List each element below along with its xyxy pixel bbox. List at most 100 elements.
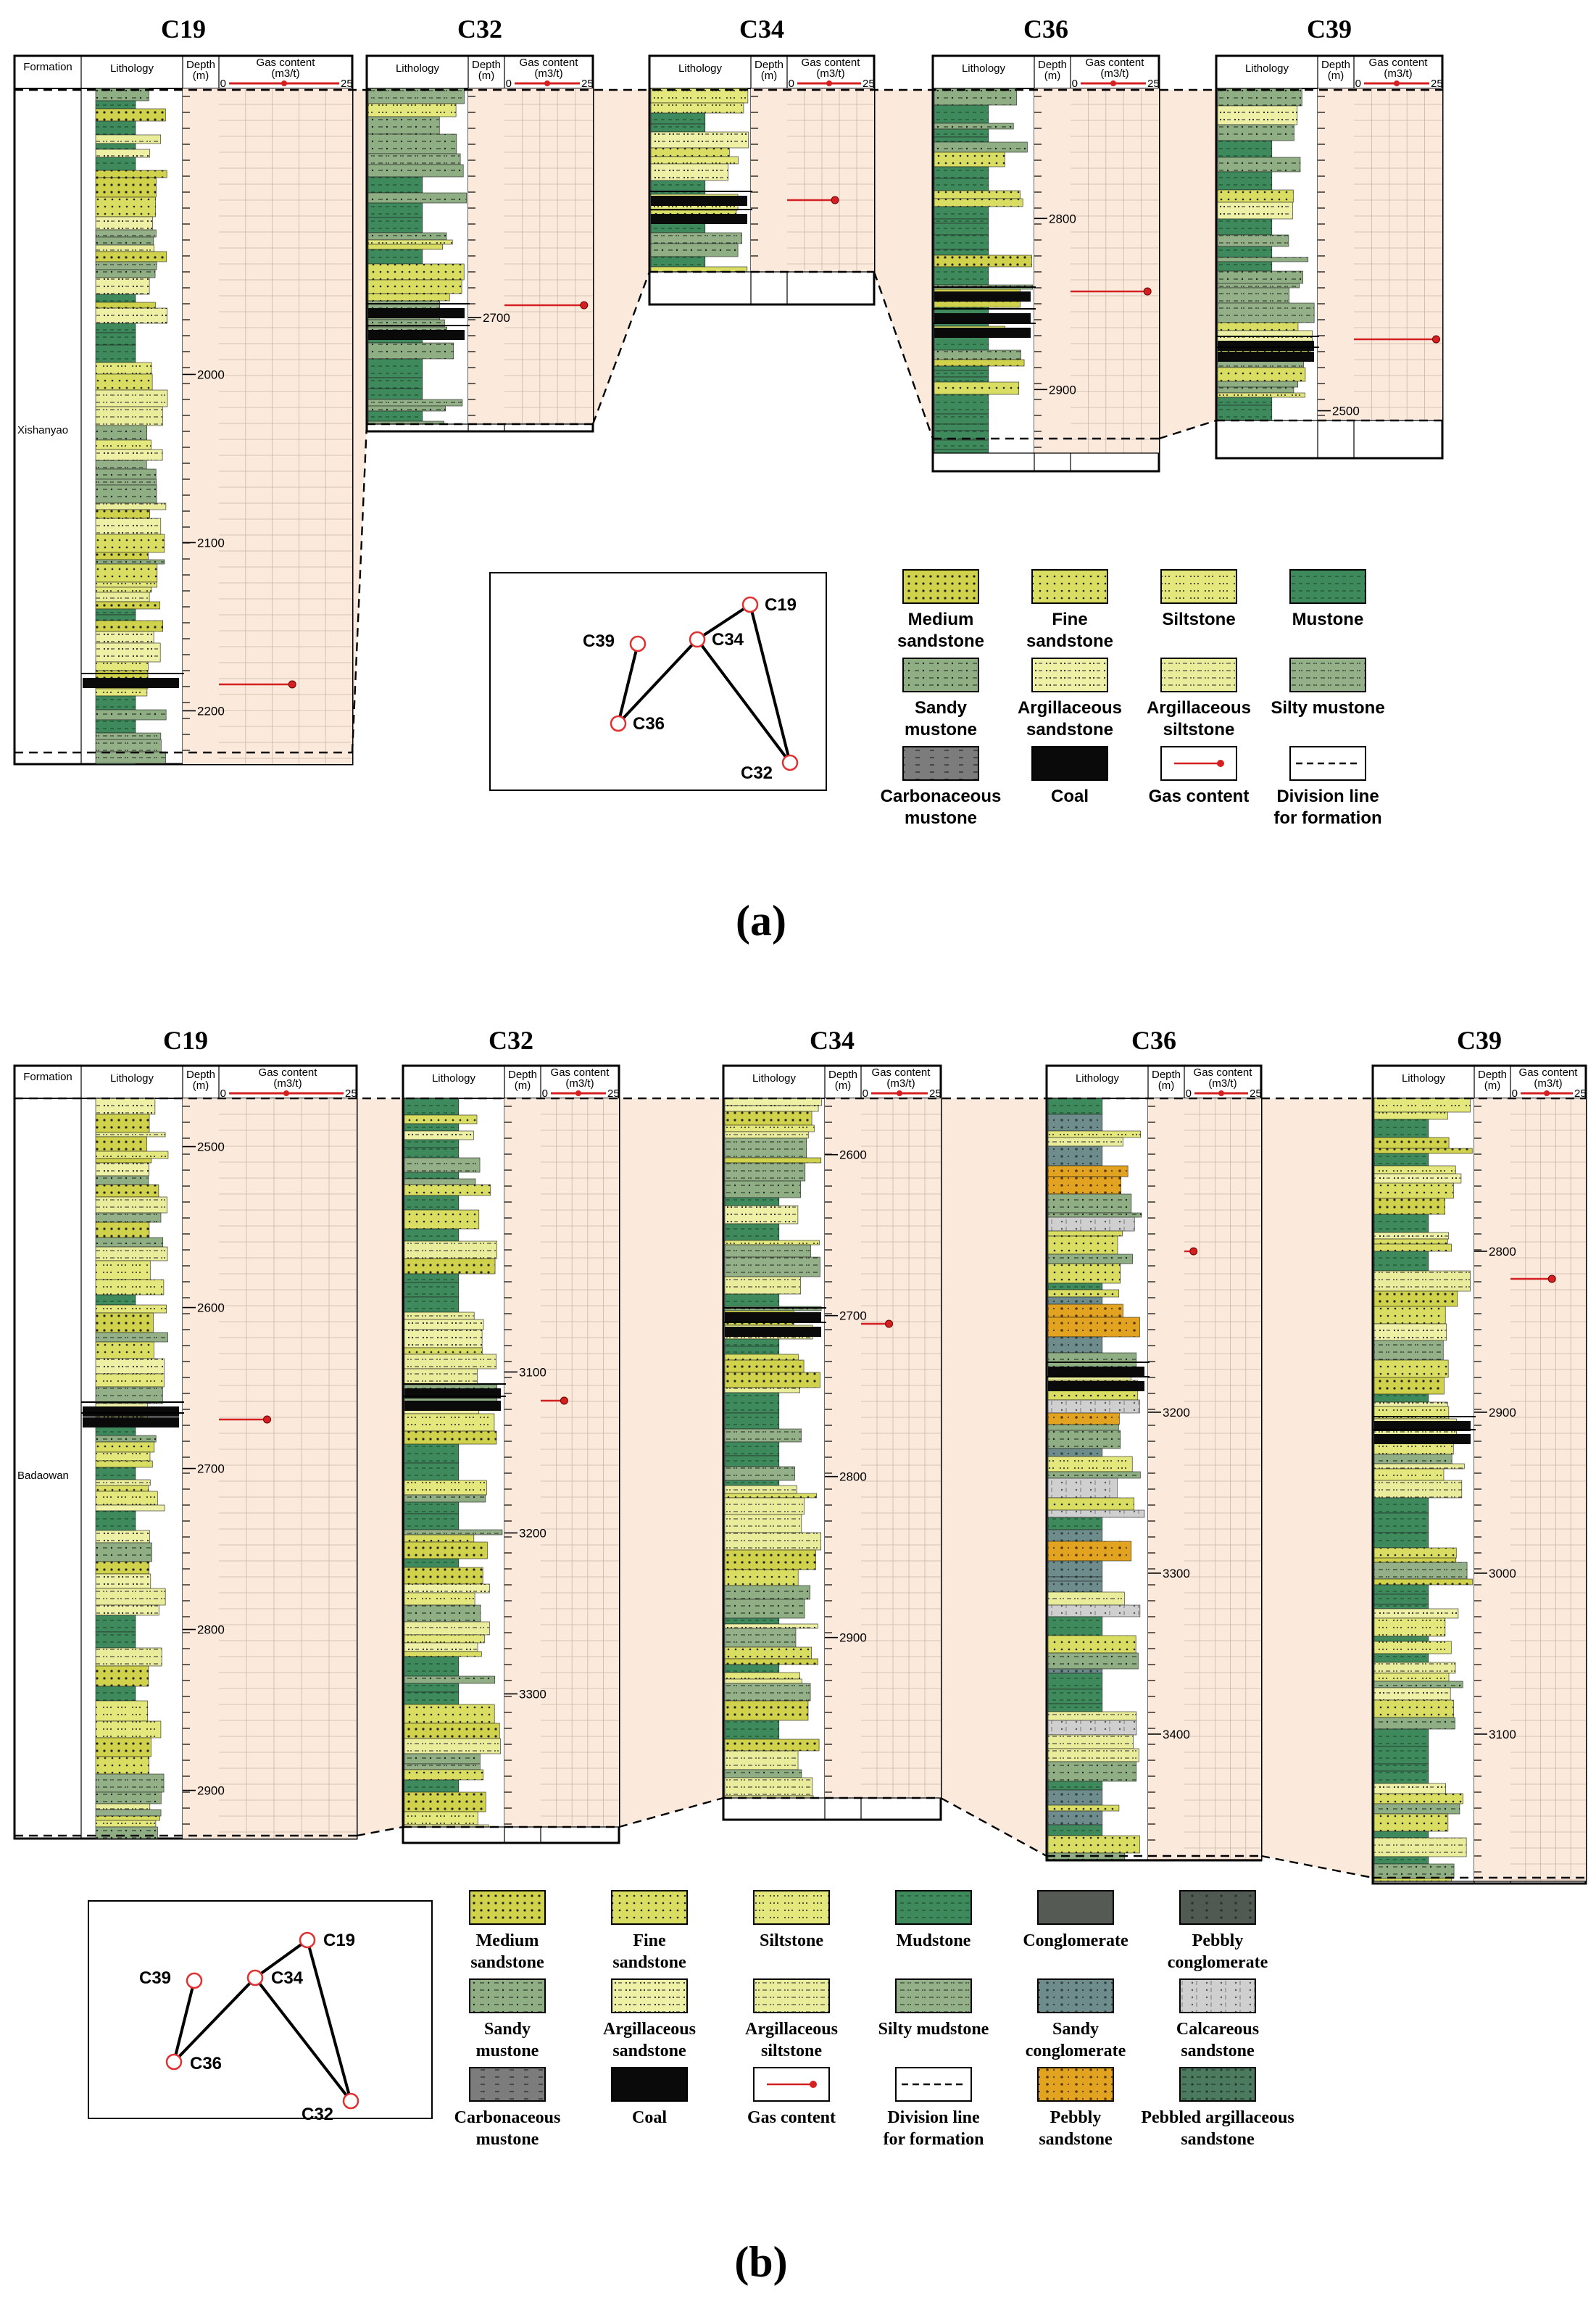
- litho-bed-mudstone: [1373, 1497, 1429, 1514]
- legend-label-carbonaceous-mudstone-line: mustone: [476, 2130, 539, 2149]
- depth-ticks: 2500: [1318, 96, 1360, 418]
- litho-bed-medium-sandstone: [724, 1157, 822, 1164]
- litho-bed-medium-sandstone: [1373, 1148, 1473, 1154]
- litho-bed-sandy-mudstone: [95, 709, 167, 721]
- header-gas-line: Gas content: [1086, 57, 1145, 69]
- litho-bed-mudstone: [1373, 1728, 1429, 1747]
- litho-bed-mudstone: [1217, 246, 1273, 258]
- header-gas-line: Gas content: [520, 57, 579, 69]
- litho-bed-mudstone: [1047, 1673, 1103, 1690]
- litho-bed-mudstone: [934, 266, 989, 286]
- header-gas-line: Gas content: [257, 57, 316, 69]
- litho-bed-medium-sandstone: [724, 1658, 818, 1665]
- litho-bed-pebbly-sandstone: [1047, 1317, 1140, 1338]
- depth-tick-label: 2700: [483, 311, 510, 325]
- litho-bed-mudstone: [934, 218, 989, 224]
- legend-label-medium-sandstone-line: Medium: [476, 1931, 539, 1950]
- litho-bed-sandy-mudstone: [367, 133, 457, 154]
- litho-bed-sandy-mudstone: [95, 468, 157, 480]
- litho-bed-mudstone: [1373, 1831, 1429, 1839]
- litho-bed-mudstone: [95, 1294, 136, 1306]
- litho-bed-sandy-mudstone: [1217, 386, 1294, 394]
- depth-ticks: [751, 96, 758, 257]
- caption-b: (b): [734, 2238, 787, 2286]
- litho-bed-mudstone: [95, 157, 136, 171]
- depth-tick-label: 2500: [1332, 405, 1360, 418]
- litho-bed-mudstone: [1217, 171, 1273, 191]
- litho-bed-fine-sandstone: [95, 563, 158, 583]
- header-lithology: Lithology: [1402, 1072, 1446, 1085]
- gas-content-point: [1189, 1247, 1198, 1256]
- header-depth: Depth(m): [1478, 1069, 1507, 1092]
- map-connection: [173, 1976, 257, 2063]
- litho-bed-medium-sandstone: [95, 601, 161, 610]
- legend-swatch-argillaceous-siltstone: [753, 1978, 830, 2013]
- header-gas-line: (m3/t): [886, 1077, 915, 1090]
- gas-scale-min: 0: [1072, 78, 1078, 90]
- header-depth-line: (m): [1328, 70, 1344, 82]
- litho-bed-mudstone: [724, 1455, 780, 1467]
- litho-bed-siltstone: [1373, 1617, 1446, 1637]
- litho-bed-coal: [1048, 1381, 1144, 1391]
- litho-bed-mudstone: [934, 439, 989, 450]
- litho-bed-siltstone: [1217, 392, 1305, 398]
- litho-bed-mudstone: [934, 104, 989, 124]
- litho-bed-argillaceous-sandstone: [95, 449, 163, 461]
- litho-bed-argillaceous-siltstone: [95, 134, 162, 144]
- gas-scale-marker: [575, 1090, 581, 1096]
- litho-bed-mudstone: [934, 376, 989, 383]
- litho-bed-fine-sandstone: [1373, 1306, 1446, 1325]
- litho-bed-silty-mudstone: [724, 1628, 797, 1648]
- depth-tick-label: 3100: [519, 1365, 546, 1379]
- litho-bed-argillaceous-siltstone: [404, 1311, 475, 1320]
- litho-bed-silty-mudstone: [404, 1529, 503, 1536]
- legend-gas-point: [810, 2081, 817, 2088]
- litho-bed-sandy-mudstone: [1373, 1454, 1452, 1464]
- litho-bed-coal: [1218, 352, 1314, 362]
- litho-bed-mudstone: [934, 166, 989, 179]
- litho-bed-mudstone: [95, 719, 136, 734]
- legend-label-silty-mudstone-line: Silty mustone: [1271, 698, 1384, 718]
- litho-bed-mudstone: [934, 234, 989, 250]
- litho-bed-mudstone: [724, 1293, 780, 1307]
- litho-bed-siltstone: [724, 1124, 815, 1132]
- gas-grid: [219, 88, 352, 764]
- litho-bed-mudstone: [404, 1501, 460, 1514]
- bottom-division-line: [1158, 419, 1217, 440]
- legend-label-coal: Coal: [1051, 787, 1089, 806]
- litho-bed-sandy-mudstone: [404, 1675, 496, 1684]
- litho-bed-sandy-mudstone: [404, 1753, 481, 1765]
- litho-bed-sandy-conglomerate: [1047, 1810, 1103, 1826]
- map-connection: [696, 603, 752, 641]
- litho-bed-coal: [934, 291, 1031, 302]
- lithology-column: [81, 88, 184, 765]
- litho-bed-fine-sandstone: [1373, 1547, 1457, 1559]
- header-depth: Depth(m): [828, 1069, 857, 1092]
- litho-bed-sandy-mudstone: [1217, 381, 1299, 388]
- depth-tick-label: 3400: [1163, 1728, 1190, 1741]
- litho-bed-sandy-mudstone: [367, 232, 447, 241]
- litho-bed-argillaceous-sandstone: [95, 1604, 159, 1616]
- header-depth-line: Depth: [186, 59, 215, 71]
- litho-bed-siltstone: [404, 1592, 475, 1606]
- map-connection: [306, 1939, 352, 2102]
- header-depth-line: (m): [193, 1080, 209, 1092]
- legend-label-division-line-line: for formation: [1273, 808, 1381, 828]
- gas-scale-marker: [1394, 80, 1400, 86]
- litho-bed-argillaceous-sandstone: [724, 1105, 819, 1112]
- litho-bed-coal: [368, 330, 465, 340]
- depth-tick-label: 2700: [197, 1462, 225, 1476]
- gas-scale-marker: [1110, 80, 1116, 86]
- litho-bed-fine-sandstone: [1373, 1238, 1448, 1245]
- legend-swatch-medium-sandstone: [902, 569, 979, 604]
- litho-bed-silty-mudstone: [95, 1332, 168, 1343]
- litho-bed-silty-mudstone: [1217, 287, 1289, 304]
- litho-bed-coal: [1218, 341, 1314, 351]
- well-title: C39: [1307, 14, 1352, 43]
- litho-bed-mudstone: [724, 1720, 780, 1740]
